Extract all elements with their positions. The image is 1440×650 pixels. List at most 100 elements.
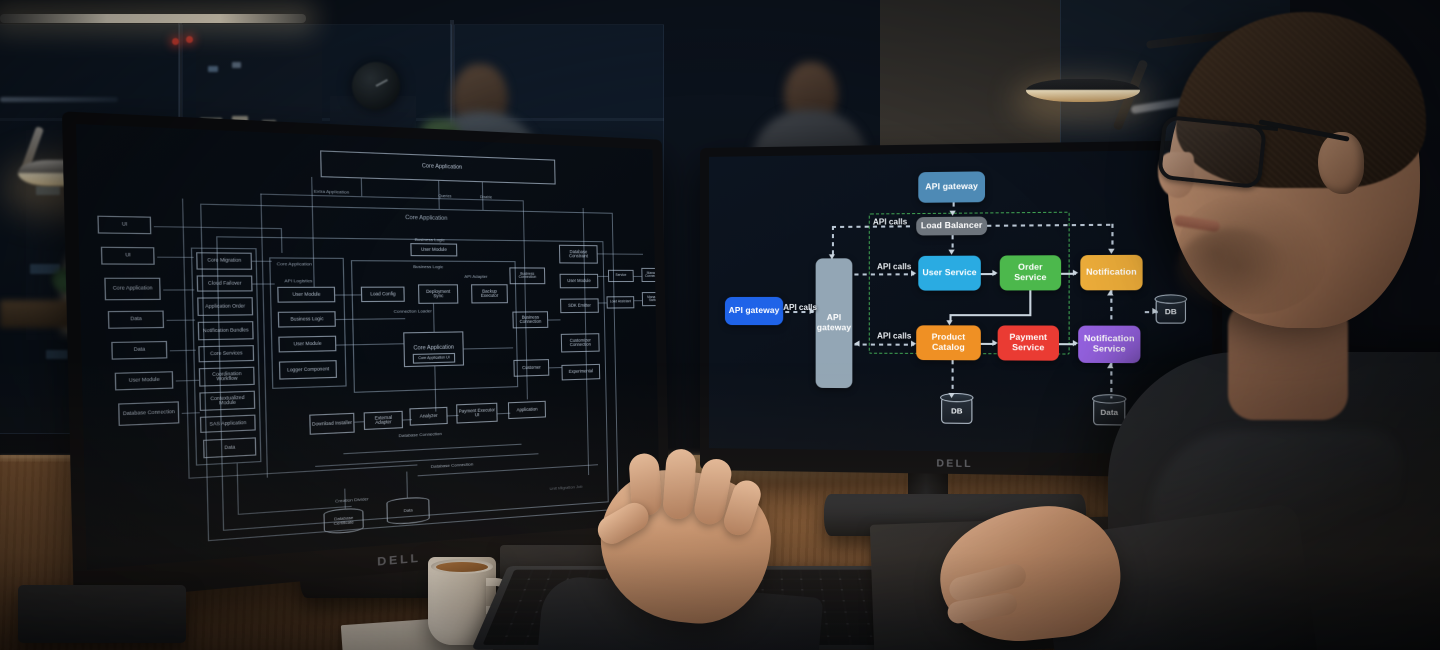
wire-connector [181,198,190,478]
wire-node-core-application-ui: Core Application UI [412,352,456,364]
wire-node-external-adapter: External Adapter [363,410,404,431]
left-monitor-screen[interactable]: Core Application Extra Application Queri… [75,123,660,570]
wire-connector [548,319,561,321]
arrowhead [1107,363,1114,369]
coffee-surface [436,562,488,572]
left-monitor: Core Application Extra Application Queri… [61,111,671,603]
wire-cylinder-database-certificate: Database Certificate [323,507,364,535]
node-payment-service[interactable]: Payment Service [997,325,1059,361]
datastore-label: DB [951,406,963,416]
wire-connector [598,302,607,304]
wire-connector [169,349,196,352]
arrowhead [946,320,953,326]
wire-node-download-installer: Download Installer [309,412,355,435]
arrowhead [809,307,815,315]
wire-label-core-application-inner: Core Application [276,260,313,267]
node-api-gateway-tall[interactable]: API gateway [815,258,853,389]
wire-node-customizer-connection: Customizer Connection [560,333,600,353]
wire-connector [598,275,609,277]
edge-label-api-calls-3: API calls [876,262,912,272]
finger [662,448,697,521]
city-window-light [232,62,241,68]
connector [951,360,954,396]
arrowhead [948,392,955,399]
wire-node-data-col2: Data [202,437,257,459]
wire-label-connection-loader: Connection Loader [393,308,432,314]
wire-label-extra-application: Extra Application [313,188,350,195]
wire-node-application-order: Application Order [197,297,254,317]
wire-node-core-migration: Core Migration [196,252,253,270]
wire-node-business-connection-2: Business Connection [509,267,546,285]
city-window-light [208,66,218,72]
wire-connector [335,294,362,296]
wire-node-sas-application: SAS Application [199,414,256,433]
wire-node-service: Service [607,269,634,283]
wire-node-sdk-emitter: SDK Emitter [560,298,599,314]
wire-node-database-connection-left: Database Connection [118,401,180,426]
wire-label-core-application: Core Application [405,214,448,223]
wire-label-business-logic-2: Business Logic [413,263,444,270]
datastore-db-bottom: DB [939,392,974,424]
person-ear [1318,132,1364,194]
wire-connector [163,289,195,291]
wire-node-ui-2: UI [100,246,155,265]
wire-label-api-logistics: API Logistics [284,277,313,284]
wire-node-cloud-failover: Cloud Failover [196,275,253,292]
arrowhead [1108,248,1115,254]
wire-node-customer: Customer [513,359,550,377]
wire-node-coordination-workflow: Coordination Workflow [198,366,255,387]
wire-node-load-config: Load Config [360,286,405,303]
wire-label-api-adapter: API Adapter [464,273,488,279]
wire-node-business-connection: Business Connection [512,311,549,329]
wire-node-ui-1: UI [97,215,152,235]
city-window-light [46,350,68,359]
node-api-gateway-top[interactable]: API gateway [918,171,986,203]
wire-connector [166,319,196,322]
wire-connector [360,178,363,197]
wire-node-experimental: Experimental [561,363,601,381]
arrowhead [828,254,835,260]
wire-node-user-module-3: User Module [277,286,336,303]
node-load-balancer[interactable]: Load Balancer [916,216,988,236]
node-notification-service[interactable]: Notification Service [1078,325,1141,364]
ceiling-light-strip [0,97,118,102]
wire-node-notification-bundles: Notification Bundles [197,321,254,341]
wire-node-analyzer: Analyzer [409,406,448,426]
wire-node-backup-executor: Backup Executor [471,284,508,304]
node-product-catalog[interactable]: Product Catalog [916,325,981,361]
architecture-wireframe-diagram: Core Application Extra Application Queri… [76,124,660,570]
wire-node-user-module-left: User Module [114,371,174,391]
wall-clock [352,62,400,110]
person-jaw-shadow [1176,228,1286,312]
wire-node-user-module: User Module [410,243,458,257]
eyeglasses-lens [1156,114,1268,190]
arrowhead [948,249,955,255]
connector [854,343,915,346]
desk-dock-device [18,585,186,643]
wire-node-data-1: Data [107,310,165,329]
connector [1029,290,1031,316]
tower-beacon-light [172,38,179,45]
wire-node-manager-connection: Manager Connection [641,267,660,283]
wire-node-business-logic-3: Business Logic [277,311,336,328]
wire-node-core-services: Core Services [198,345,255,363]
arrowhead [1152,307,1158,315]
node-notification[interactable]: Notification [1080,254,1143,291]
arrowhead [992,269,998,277]
node-user-service[interactable]: User Service [918,255,981,291]
node-order-service[interactable]: Order Service [999,255,1062,291]
connector [949,314,1032,316]
wire-node-logger-component: Logger Component [278,360,338,380]
wire-node-core-application-left: Core Application [104,277,161,301]
arrowhead [911,340,917,347]
arrowhead [854,340,860,347]
node-api-gateway-left[interactable]: API gateway [724,296,784,326]
wire-node-load-assistant: Load Assistant [606,296,635,309]
datastore-label: DB [1164,306,1177,317]
wire-node-core-application: Core Application [320,150,556,185]
tower-beacon-light [186,36,193,43]
arrowhead [1072,269,1079,276]
wire-cylinder-data: Data [386,496,430,526]
wire-node-application: Application [507,400,547,420]
